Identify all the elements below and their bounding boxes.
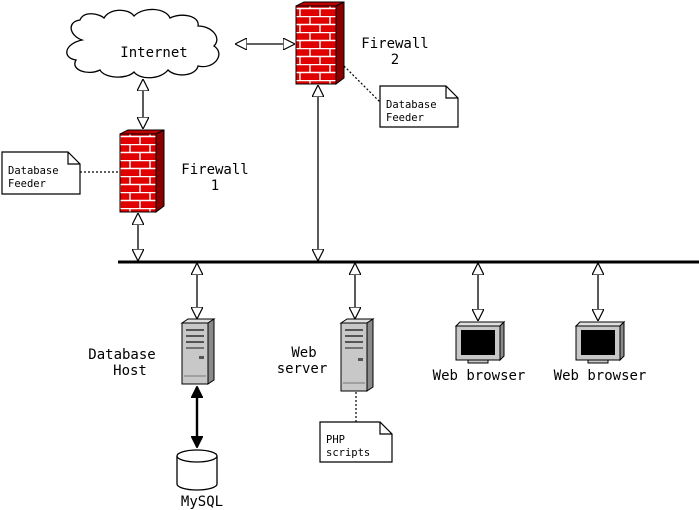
web-browser-1-label: Web browser — [433, 368, 526, 384]
web-server-icon — [339, 318, 375, 392]
php-line2: scripts — [326, 447, 370, 459]
database-feeder-note-1: Database Feeder — [1, 151, 81, 195]
firewall-2-icon — [295, 1, 345, 85]
internet-label: Internet — [120, 45, 187, 61]
internet-cloud: Internet — [66, 8, 220, 79]
feeder1-line2: Feeder — [8, 178, 46, 190]
firewall-1-label-line1: Firewall — [181, 162, 248, 178]
feeder2-line1: Database — [386, 99, 437, 111]
feeder2-line2: Feeder — [386, 112, 424, 124]
database-host-server-icon — [180, 318, 216, 385]
database-host-label-line2: Host — [113, 363, 147, 379]
web-server-label-line2: server — [277, 361, 328, 377]
feeder1-line1: Database — [8, 165, 59, 177]
firewall-1-icon — [119, 129, 165, 213]
database-host-label-line1: Database — [88, 347, 155, 363]
php-line1: PHP — [326, 434, 345, 446]
firewall-1-label-line2: 1 — [211, 178, 219, 194]
firewall-2-label-line2: 2 — [391, 52, 399, 68]
web-browser-monitor-icon-1 — [454, 320, 506, 364]
php-scripts-note: PHP scripts — [319, 421, 393, 463]
mysql-database-icon — [176, 449, 218, 491]
web-server-label-line1: Web — [291, 345, 316, 361]
web-browser-monitor-icon-2 — [574, 320, 626, 364]
feeder2-connector — [343, 65, 381, 103]
firewall-2-label-line1: Firewall — [361, 36, 428, 52]
web-browser-2-label: Web browser — [554, 368, 647, 384]
database-feeder-note-2: Database Feeder — [379, 85, 459, 128]
mysql-label: MySQL — [181, 494, 223, 510]
